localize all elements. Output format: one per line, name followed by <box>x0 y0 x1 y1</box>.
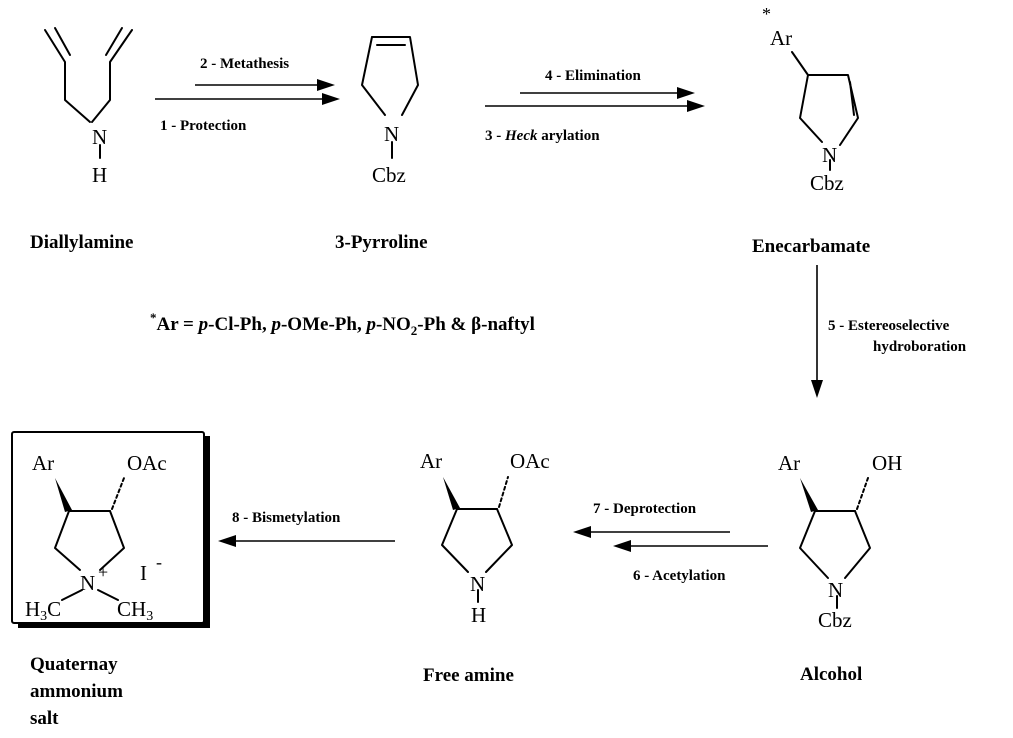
step-3-label: 3 - Heck arylation <box>485 128 600 144</box>
free-amine-name: Free amine <box>423 665 514 686</box>
step-7-label: 7 - Deprotection <box>593 501 697 517</box>
hydrogen-atom: H <box>471 603 486 627</box>
step-5-label-line1: 5 - Estereoselective <box>828 318 950 334</box>
quaternary-nitrogen: N <box>80 571 95 595</box>
alcohol-structure: Ar OH N Cbz <box>778 451 902 632</box>
arrow-steps-1-2 <box>155 79 340 105</box>
aryl-definition-note: *Ar = p-Cl-Ph, p-OMe-Ph, p-NO2-Ph & β-na… <box>150 310 535 338</box>
nitrogen-atom: N <box>822 143 837 167</box>
enecarbamate-structure: * Ar N Cbz <box>762 4 859 195</box>
pyrroline-structure: N Cbz <box>361 36 419 187</box>
step-1-label: 1 - Protection <box>160 118 247 134</box>
arrow-steps-3-4 <box>485 87 705 112</box>
step-6-label: 6 - Acetylation <box>633 568 726 584</box>
step-8-label: 8 - Bismetylation <box>232 510 341 526</box>
positive-charge: + <box>98 562 108 582</box>
ar-star: * <box>762 4 771 24</box>
step-4-label: 4 - Elimination <box>545 68 642 84</box>
acetoxy-group: OAc <box>127 451 167 475</box>
pyrroline-name: 3-Pyrroline <box>335 232 428 253</box>
aryl-group: Ar <box>770 26 792 50</box>
aryl-group: Ar <box>32 451 54 475</box>
quaternary-name-line1: Quaternay <box>30 654 118 675</box>
acetoxy-group: OAc <box>510 449 550 473</box>
free-amine-structure: Ar OAc N H <box>420 449 550 627</box>
nitrogen-atom: N <box>92 125 107 149</box>
aryl-group: Ar <box>420 449 442 473</box>
aryl-group: Ar <box>778 451 800 475</box>
arrow-steps-6-7 <box>573 526 768 552</box>
enecarbamate-name: Enecarbamate <box>752 236 870 257</box>
hydroxyl-group: OH <box>872 451 902 475</box>
quaternary-name-line3: salt <box>30 708 59 729</box>
hydrogen-atom: H <box>92 163 107 187</box>
nitrogen-atom: N <box>828 578 843 602</box>
nitrogen-atom: N <box>470 572 485 596</box>
arrow-step-5 <box>811 265 823 398</box>
step-5-label-line2: hydroboration <box>873 339 967 355</box>
nitrogen-atom: N <box>384 122 399 146</box>
quaternary-ammonium-structure: Ar OAc N + I - H3C CH3 <box>25 451 167 624</box>
step-2-label: 2 - Metathesis <box>200 56 289 72</box>
cbz-group: Cbz <box>818 608 852 632</box>
diallylamine-structure: N H <box>44 27 133 187</box>
cbz-group: Cbz <box>810 171 844 195</box>
iodide-ion: I <box>140 561 147 585</box>
negative-charge: - <box>156 552 162 572</box>
quaternary-name-line2: ammonium <box>30 681 123 702</box>
alcohol-name: Alcohol <box>800 664 862 685</box>
cbz-group: Cbz <box>372 163 406 187</box>
diallylamine-name: Diallylamine <box>30 232 133 253</box>
arrow-step-8 <box>218 535 395 547</box>
